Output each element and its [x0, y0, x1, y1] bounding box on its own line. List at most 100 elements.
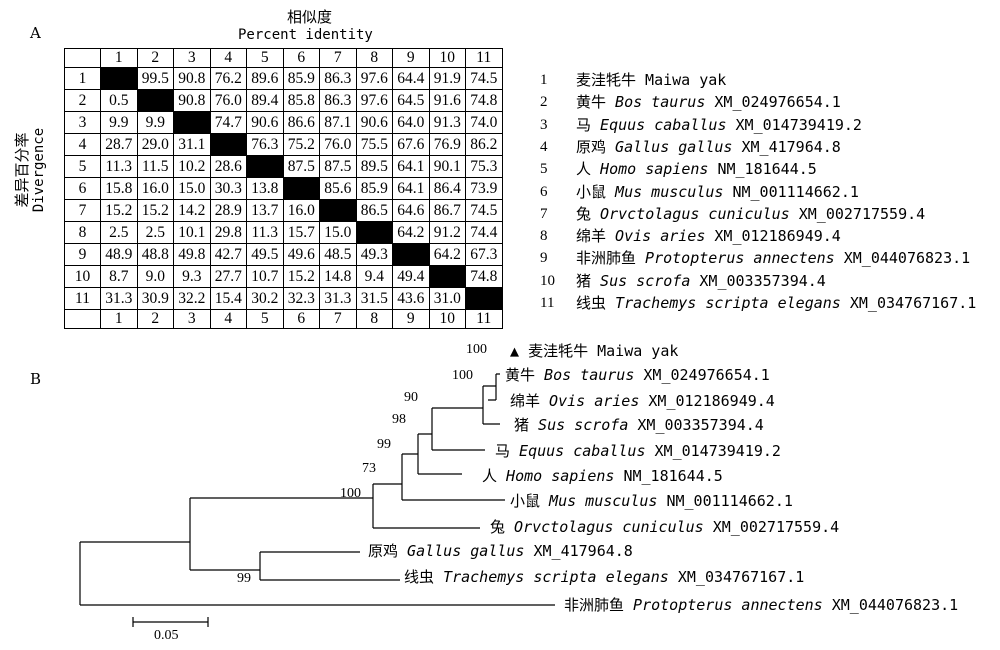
matrix-cell: 29.8	[209, 221, 247, 244]
matrix-cell: 10.2	[173, 155, 211, 178]
tip-name-latin: Ovis aries	[549, 392, 640, 410]
matrix-cell: 15.0	[173, 177, 211, 200]
matrix-column-number: 5	[246, 309, 284, 329]
matrix-corner	[64, 309, 101, 329]
matrix-corner	[64, 48, 101, 68]
tip-accession: NM_001114662.1	[657, 492, 793, 510]
species-name-latin: Equus caballus	[600, 115, 727, 134]
matrix-cell: 48.8	[136, 243, 174, 266]
species-label: 非洲肺鱼 Protopterus annectens XM_044076823.…	[576, 248, 970, 269]
species-accession: XM_014739419.2	[726, 115, 862, 134]
species-row-number: 7	[540, 205, 548, 222]
species-name-chinese: 猪	[576, 271, 592, 290]
tree-branch-pig	[431, 407, 500, 434]
matrix-cell: 2.5	[136, 221, 174, 244]
matrix-column-number: 10	[428, 48, 466, 68]
tree-branch-human	[401, 453, 462, 484]
matrix-row-number: 4	[64, 133, 101, 156]
matrix-cell: 89.5	[355, 155, 393, 178]
matrix-cell: 9.3	[173, 265, 211, 288]
matrix-cell: 8.7	[100, 265, 138, 288]
matrix-cell: 76.0	[209, 89, 247, 112]
species-accession: Maiwa yak	[636, 71, 727, 89]
species-accession: XM_417964.8	[732, 137, 841, 156]
tip-name-chinese: 小鼠	[510, 492, 541, 510]
species-label: 兔 Orvctolagus cuniculus XM_002717559.4	[576, 204, 925, 225]
matrix-cell: 49.8	[173, 243, 211, 266]
tip-accession: XM_024976654.1	[634, 366, 770, 384]
matrix-cell: 76.9	[428, 133, 466, 156]
matrix-cell: 27.7	[209, 265, 247, 288]
matrix-cell: 16.0	[136, 177, 174, 200]
matrix-cell: 64.6	[392, 199, 430, 222]
tip-name-chinese: 线虫	[404, 568, 435, 586]
matrix-cell: 85.8	[282, 89, 320, 112]
matrix-cell: 75.2	[282, 133, 320, 156]
species-name-latin: Trachemys scripta elegans	[615, 294, 841, 312]
matrix-row-number: 9	[64, 243, 101, 266]
matrix-column-number: 10	[428, 309, 466, 329]
species-name-latin: Protopterus annectens	[645, 249, 835, 268]
tip-accession: Maiwa yak	[588, 342, 679, 360]
matrix-row-number: 7	[64, 199, 101, 222]
tip-name-chinese: 非洲肺鱼	[564, 596, 625, 614]
matrix-diagonal-cell	[136, 89, 174, 112]
species-accession: XM_002717559.4	[789, 204, 926, 223]
matrix-column-number: 9	[392, 309, 430, 329]
matrix-cell: 75.3	[465, 155, 503, 178]
species-label: 猪 Sus scrofa XM_003357394.4	[576, 271, 826, 292]
species-name-chinese: 人	[576, 160, 592, 179]
matrix-column-number: 4	[209, 309, 247, 329]
species-row-number: 10	[540, 272, 555, 289]
tip-name-latin: Orvctolagus cuniculus	[514, 518, 704, 536]
matrix-cell: 74.5	[465, 67, 503, 90]
matrix-cell: 48.5	[319, 243, 357, 266]
matrix-cell: 87.5	[319, 155, 357, 178]
matrix-cell: 86.7	[428, 199, 466, 222]
matrix-cell: 89.4	[246, 89, 284, 112]
species-accession: XM_024976654.1	[705, 93, 841, 112]
tip-accession: XM_044076823.1	[822, 596, 959, 614]
species-row-number: 8	[540, 228, 548, 245]
species-label: 绵羊 Ovis aries XM_012186949.4	[576, 226, 841, 247]
matrix-cell: 74.8	[465, 265, 503, 288]
matrix-cell: 0.5	[100, 89, 138, 112]
panel-a-label: A	[30, 24, 41, 42]
tree-branch-chicken-turtle	[190, 551, 400, 581]
matrix-diagonal-cell	[209, 133, 247, 156]
matrix-cell: 14.2	[173, 199, 211, 222]
matrix-row-number: 10	[64, 265, 101, 288]
matrix-cell: 89.6	[246, 67, 284, 90]
tip-accession: XM_014739419.2	[645, 442, 781, 460]
matrix-column-number: 6	[282, 309, 320, 329]
species-label: 人 Homo sapiens NM_181644.5	[576, 159, 817, 180]
tip-name-latin: Equus caballus	[519, 442, 646, 460]
tree-tip-label: 兔 Orvctolagus cuniculus XM_002717559.4	[490, 516, 839, 537]
matrix-cell: 74.4	[465, 221, 503, 244]
matrix-cell: 29.0	[136, 133, 174, 156]
matrix-column-number: 4	[209, 48, 247, 68]
species-label: 麦洼牦牛 Maiwa yak	[576, 70, 726, 91]
matrix-cell: 73.9	[465, 177, 503, 200]
tip-name-chinese: 黄牛	[505, 366, 536, 384]
matrix-cell: 64.2	[392, 221, 430, 244]
tree-tip-label: 绵羊 Ovis aries XM_012186949.4	[510, 390, 775, 411]
tip-name-chinese: 猪	[514, 416, 530, 434]
matrix-cell: 15.2	[136, 199, 174, 222]
bootstrap-value: 99	[237, 571, 251, 586]
matrix-cell: 31.3	[319, 287, 357, 310]
matrix-cell: 91.3	[428, 111, 466, 134]
matrix-cell: 15.4	[209, 287, 247, 310]
species-row-number: 6	[540, 183, 548, 200]
matrix-row-number: 6	[64, 177, 101, 200]
tip-accession: XM_003357394.4	[628, 416, 764, 434]
matrix-column-number: 3	[173, 48, 211, 68]
matrix-diagonal-cell	[355, 221, 393, 244]
matrix-row-number: 2	[64, 89, 101, 112]
matrix-cell: 11.3	[246, 221, 284, 244]
